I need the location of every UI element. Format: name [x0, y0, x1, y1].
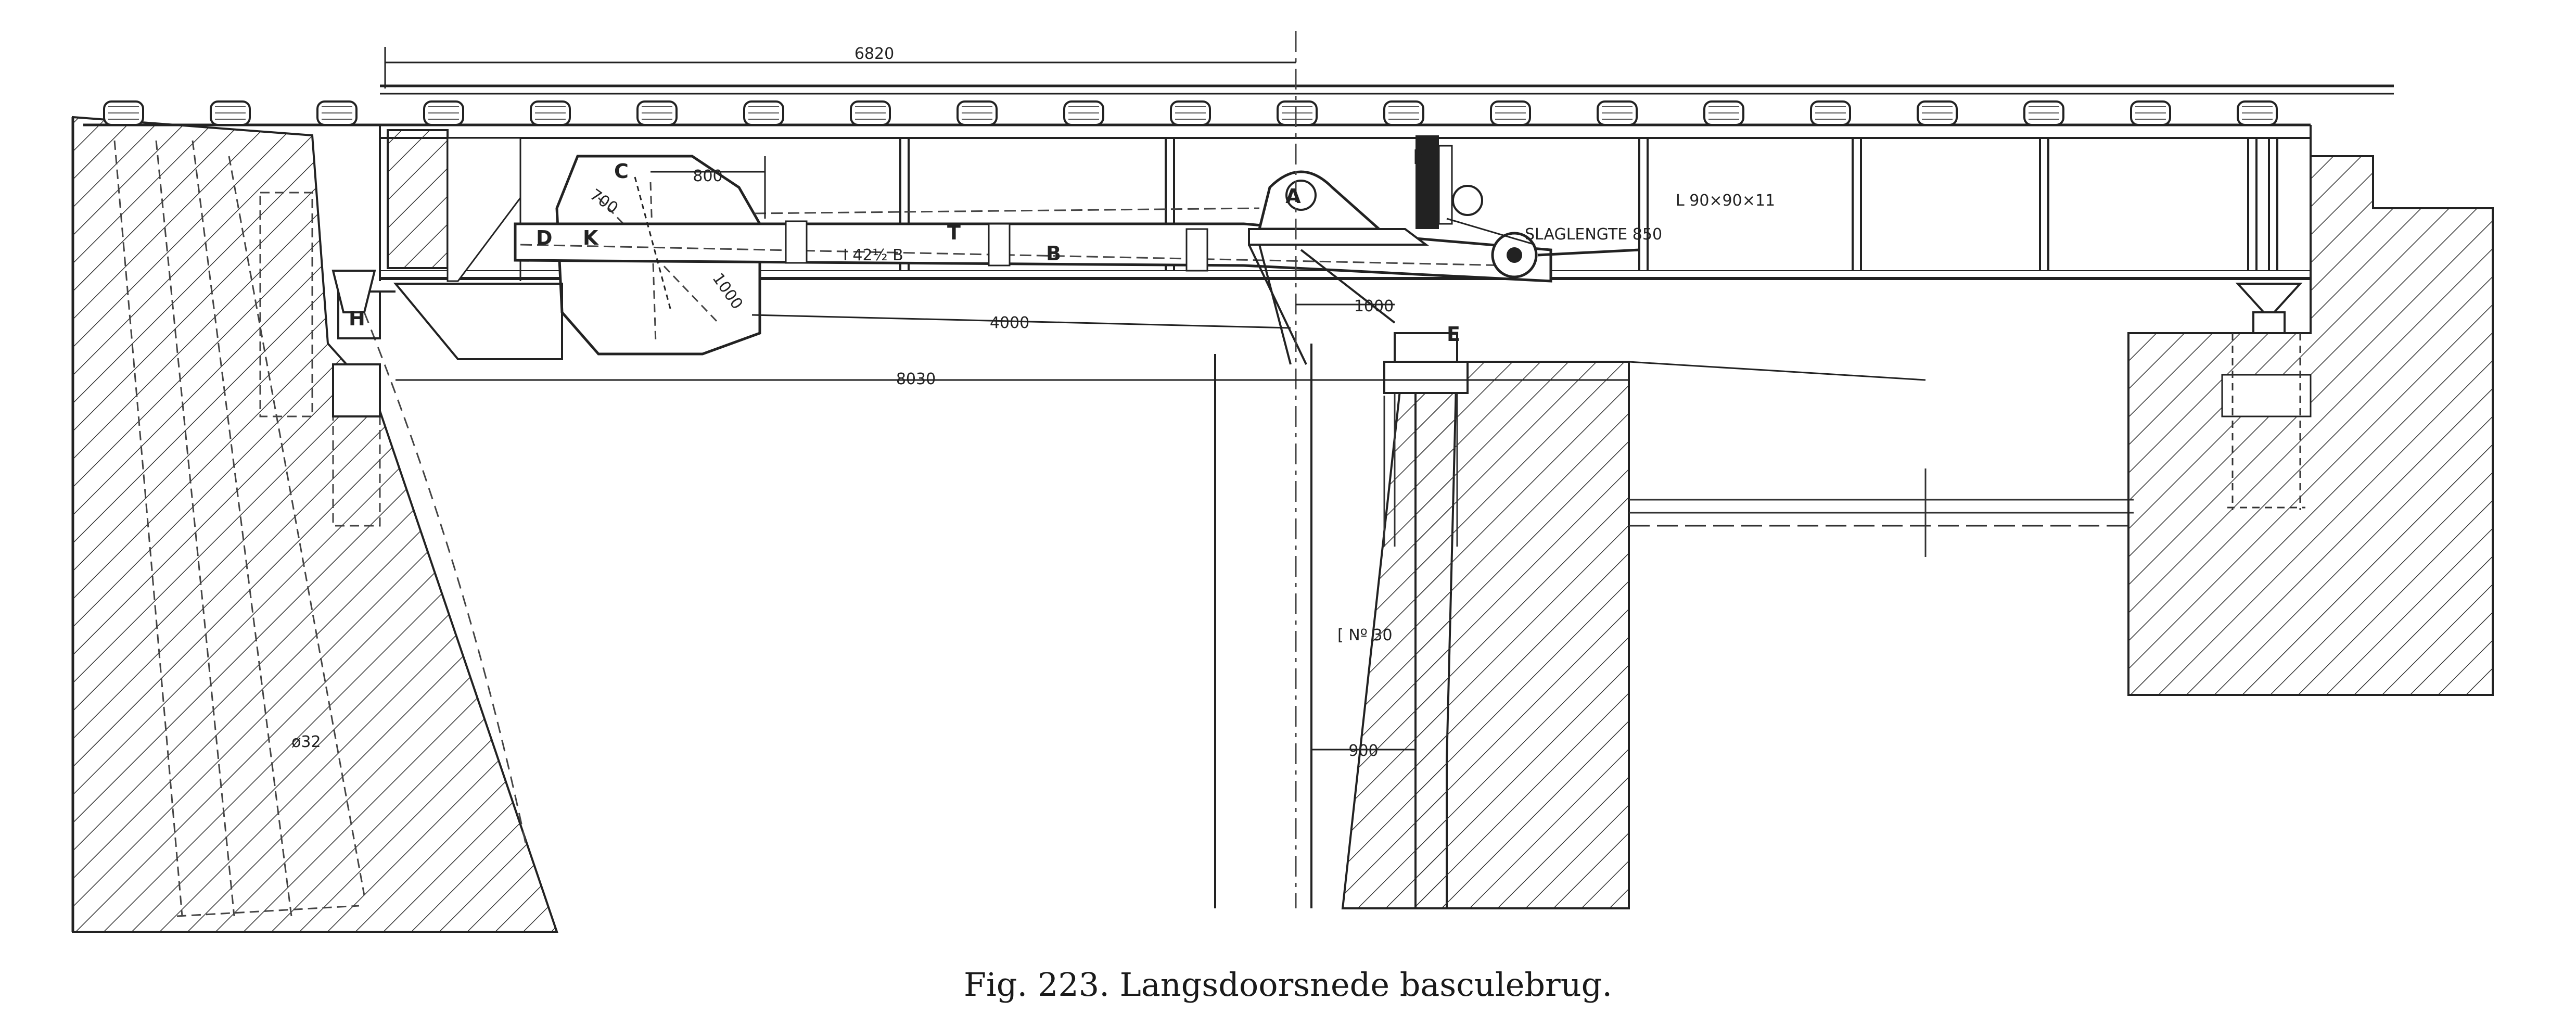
dim-4000: 4000 — [990, 314, 1029, 332]
label-h: H — [349, 307, 365, 330]
lower-frame — [337, 283, 563, 360]
dim-8030: 8030 — [896, 370, 936, 388]
label-b: B — [1046, 242, 1061, 265]
left-abutment — [71, 116, 558, 933]
annotation-angle-iron: L 90×90×11 — [1676, 192, 1775, 210]
dim-800: 800 — [693, 167, 722, 185]
rail-sleepers — [103, 100, 2278, 126]
label-a: A — [1285, 185, 1301, 208]
drive-mechanism — [1415, 135, 1640, 278]
dim-1000: 1000 — [1354, 297, 1394, 315]
bridge-section-drawing: 6820 800 700 1000 4000 1000 8030 900 SLA… — [71, 31, 2494, 933]
support-e — [1383, 332, 1469, 394]
label-c: C — [614, 160, 629, 183]
annotation-bolt: ø32 — [291, 733, 321, 751]
hatched-block — [387, 129, 521, 282]
annotation-beam-section: I 42½ B — [843, 246, 903, 264]
label-t: T — [947, 221, 961, 244]
dimension-lines — [384, 47, 1629, 751]
annotation-channel: [ Nº 30 — [1337, 626, 1393, 644]
label-k: K — [583, 226, 599, 249]
part-labels: A B C D E H K L M T — [349, 146, 1460, 346]
annotation-slaglengte: SLAGLENGTE 850 — [1525, 225, 1662, 244]
girder-stiffeners — [899, 138, 2278, 271]
dim-6820: 6820 — [855, 45, 894, 63]
pivot-bearing-a — [1248, 170, 1429, 365]
bearing-h — [331, 270, 381, 417]
label-m: M — [1413, 146, 1433, 169]
label-d: D — [536, 226, 553, 249]
dimension-labels: 6820 800 700 1000 4000 1000 8030 900 — [586, 45, 1394, 760]
figure-caption: Fig. 223. Langsdoorsnede basculebrug. — [963, 966, 1613, 1004]
annotation-labels: SLAGLENGTE 850 L 90×90×11 I 42½ B [ Nº 3… — [291, 192, 1775, 751]
right-bearing — [2235, 283, 2303, 334]
center-pier — [1214, 343, 1926, 909]
water-channel — [1629, 468, 2134, 557]
label-e: E — [1447, 323, 1460, 346]
label-l: L — [1423, 200, 1436, 223]
dim-900: 900 — [1348, 742, 1378, 760]
